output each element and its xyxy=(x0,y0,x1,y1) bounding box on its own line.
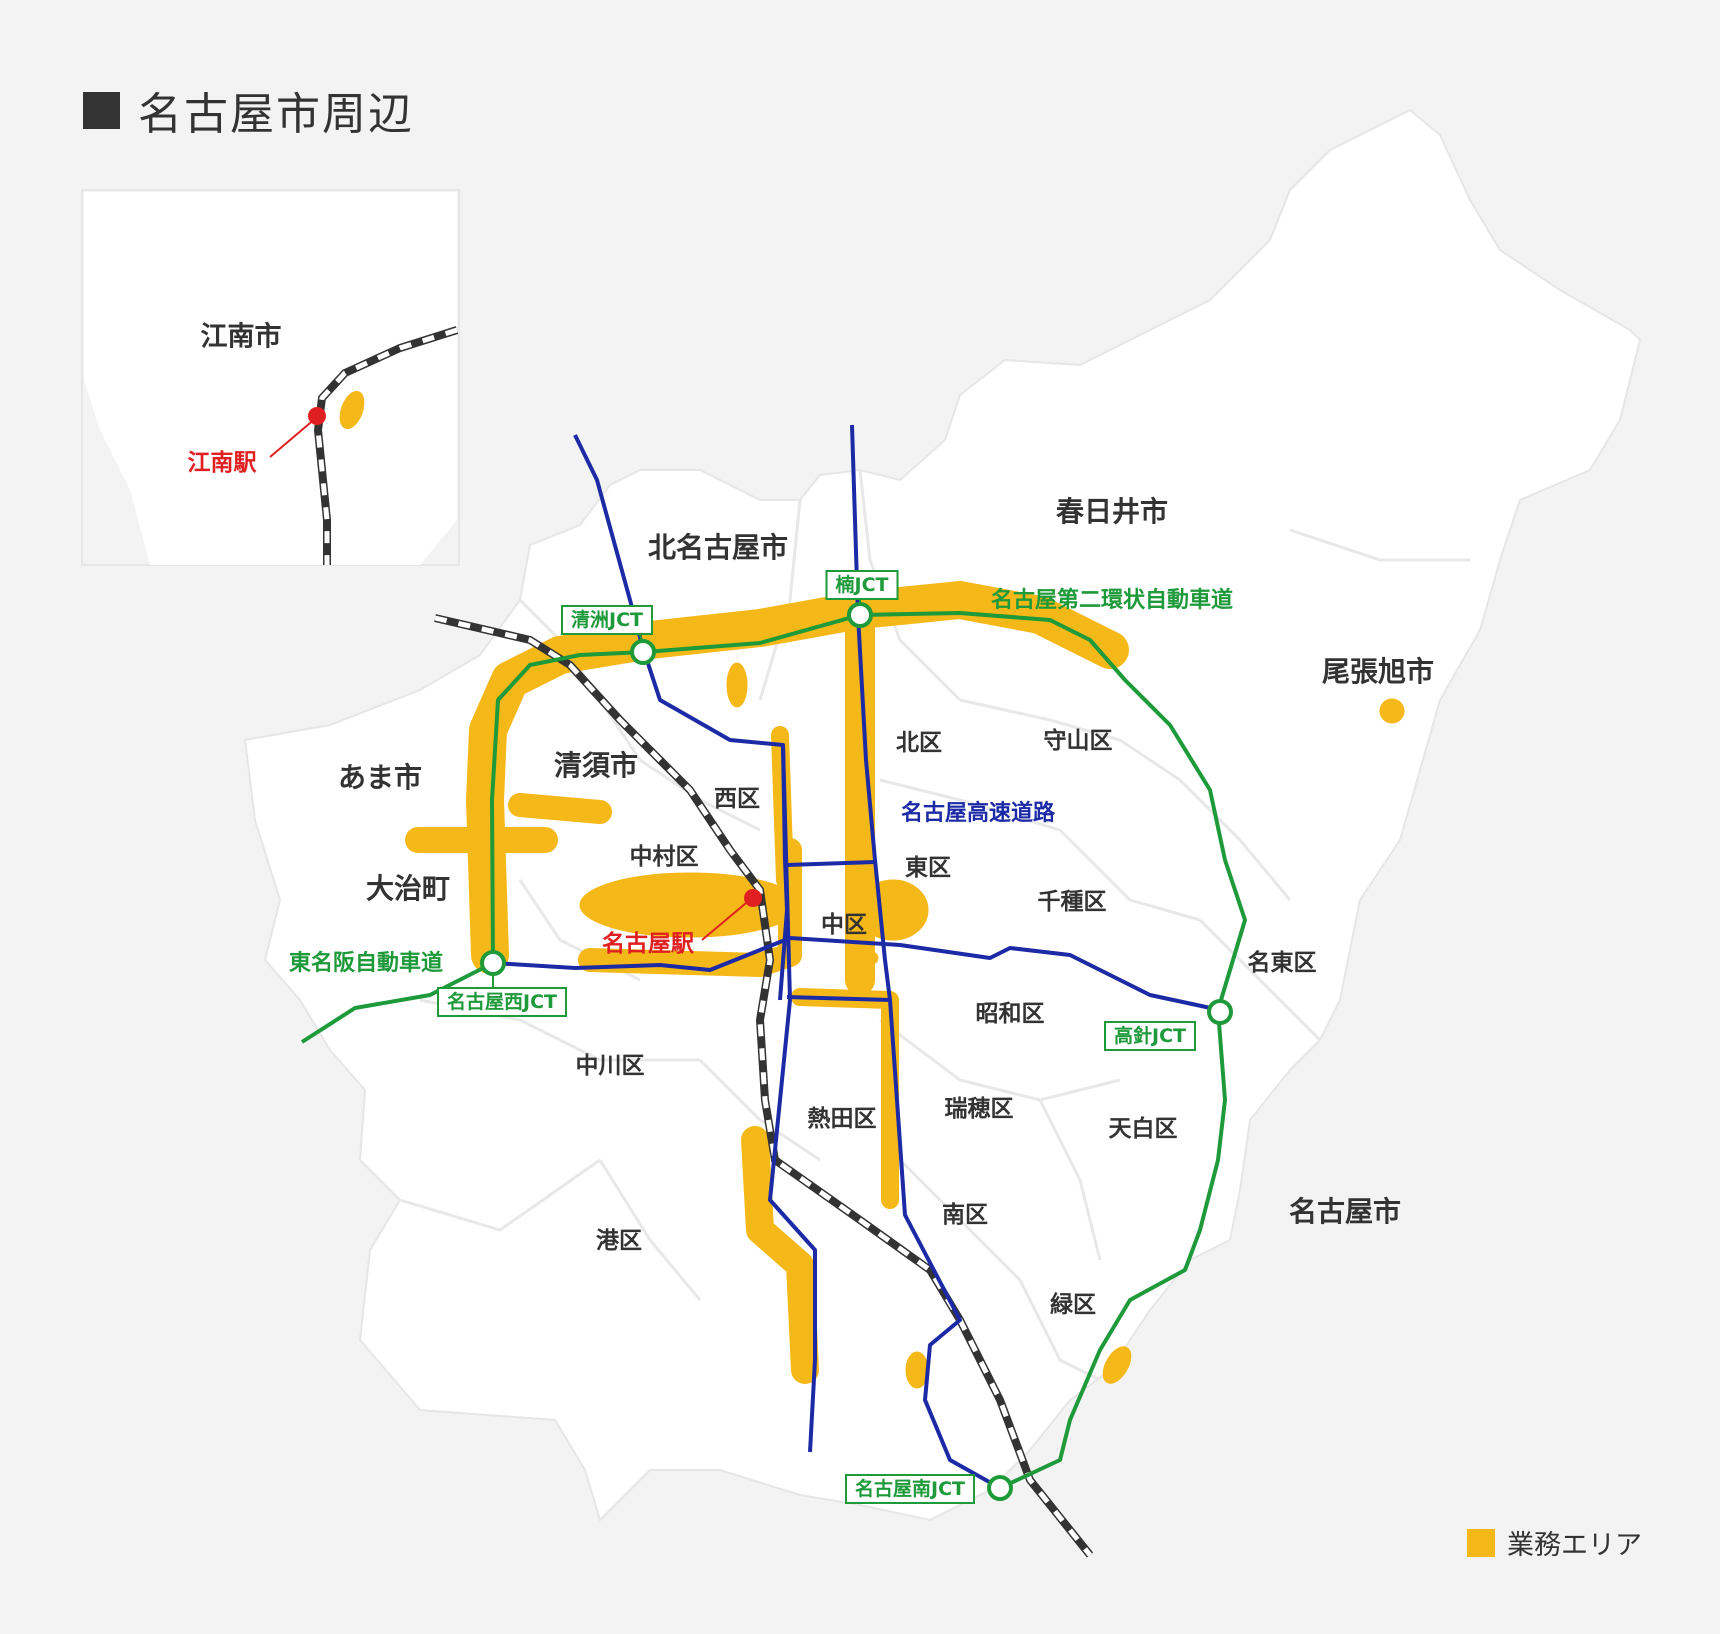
ward-label-minato: 港区 xyxy=(596,1228,642,1254)
road-label-expressway: 名古屋高速道路 xyxy=(900,801,1056,826)
green-roads xyxy=(300,611,1247,1490)
municipality-label-kasugai: 春日井市 xyxy=(1055,495,1169,528)
ward-label-moriyama: 守山区 xyxy=(1043,728,1113,754)
road-label-second-ring: 名古屋第二環状自動車道 xyxy=(990,588,1234,613)
municipality-label-nagoya: 名古屋市 xyxy=(1288,1195,1402,1228)
ward-boundaries xyxy=(399,469,1470,1382)
municipality-label-kiyosu: 清須市 xyxy=(553,749,639,782)
nagoya-station-marker xyxy=(701,889,762,941)
municipality-label-ama: あま市 xyxy=(337,761,423,794)
ward-label-showa: 昭和区 xyxy=(975,1001,1045,1027)
title-marker xyxy=(83,91,120,129)
ward-label-chikusa: 千種区 xyxy=(1037,889,1107,915)
land-area xyxy=(243,108,1642,1522)
second-ring-road xyxy=(490,611,1247,1490)
map-title: 名古屋市周辺 xyxy=(83,78,414,142)
ward-label-mizuho: 瑞穂区 xyxy=(944,1096,1014,1122)
junction-nodes xyxy=(480,602,1233,1501)
legend: 業務エリア xyxy=(1467,1523,1642,1562)
inset-station-label: 江南駅 xyxy=(187,450,257,476)
jct-label-nagoya-minami: 名古屋南JCT xyxy=(845,1474,975,1504)
ward-label-atsuta: 熱田区 xyxy=(807,1106,877,1132)
ward-label-higashi: 東区 xyxy=(905,855,951,881)
railway xyxy=(434,614,1094,1558)
jct-label-takabari: 高針JCT xyxy=(1104,1021,1196,1051)
page-title: 名古屋市周辺 xyxy=(138,89,414,140)
meihan-expressway xyxy=(300,961,494,1044)
station-label-nagoya: 名古屋駅 xyxy=(602,931,694,957)
ward-label-midori: 緑区 xyxy=(1050,1292,1096,1318)
ward-label-tempaku: 天白区 xyxy=(1108,1116,1178,1142)
ward-label-kita: 北区 xyxy=(896,730,942,756)
ward-label-nakamura: 中村区 xyxy=(629,844,699,870)
municipality-label-kitanagoya: 北名古屋市 xyxy=(647,531,789,564)
ward-label-naka: 中区 xyxy=(821,912,867,938)
jct-label-kiyosu: 清洲JCT xyxy=(561,605,653,635)
inset-map xyxy=(81,189,460,566)
jct-label-nagoya-nishi: 名古屋西JCT xyxy=(437,987,567,1017)
legend-swatch xyxy=(1467,1528,1495,1557)
ward-label-nakagawa: 中川区 xyxy=(575,1053,645,1079)
inset-city-label: 江南市 xyxy=(200,321,282,353)
jct-label-kusu: 楠JCT xyxy=(825,570,899,600)
ward-label-minami: 南区 xyxy=(942,1202,988,1228)
blue-expressway xyxy=(492,424,1221,1490)
municipality-label-oharu: 大治町 xyxy=(365,872,451,905)
road-label-meihan: 東名阪自動車道 xyxy=(288,951,444,976)
ward-label-nishi: 西区 xyxy=(714,786,760,812)
legend-label: 業務エリア xyxy=(1507,1530,1642,1561)
ward-label-meito: 名東区 xyxy=(1247,950,1317,976)
municipality-label-owariasahi: 尾張旭市 xyxy=(1321,655,1435,688)
